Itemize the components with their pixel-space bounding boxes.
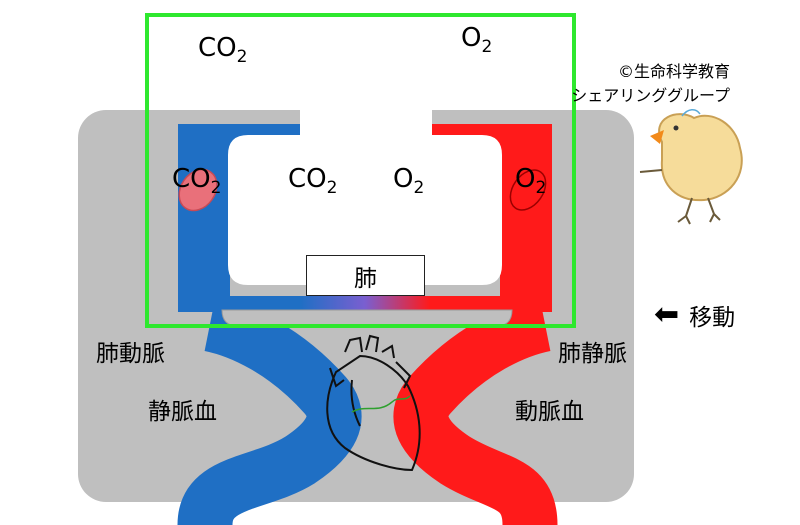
venous-cell-co2-subscript: 2 xyxy=(210,178,222,198)
arterial-cell-o2-text: O xyxy=(515,164,536,194)
alveolus-o2-text: O xyxy=(393,164,414,194)
arterial-cell-o2-label: O2 xyxy=(515,164,546,198)
credit-line-1: ©生命科学教育 xyxy=(617,62,730,81)
air-o2-text: O xyxy=(461,23,482,53)
arterial-vessel-lower xyxy=(393,297,558,525)
coronary-vessels xyxy=(351,395,411,413)
heart-drawing xyxy=(326,334,421,472)
alveolus xyxy=(228,110,502,285)
credit-text: ©生命科学教育 シェアリンググループ xyxy=(571,60,730,108)
air-o2-subscript: 2 xyxy=(481,37,493,57)
alveolus-o2-label: O2 xyxy=(393,164,424,198)
venous-vessel-lower xyxy=(177,297,362,525)
venous-red-cell xyxy=(178,168,218,212)
alveolus-co2-text: CO xyxy=(288,164,327,194)
movement-indicator: ⬅ 移動 xyxy=(654,298,735,332)
lung-label: 肺 xyxy=(354,265,377,292)
arterial-red-cell xyxy=(509,169,547,211)
movement-label: 移動 xyxy=(689,305,736,331)
credit-line-2: シェアリンググループ xyxy=(571,86,730,105)
air-co2-label: CO2 xyxy=(198,33,247,67)
air-co2-text: CO xyxy=(198,33,237,63)
venous-cell-co2-text: CO xyxy=(172,164,211,194)
arterial-blood-label: 動脈血 xyxy=(515,399,584,425)
venous-blood-label: 静脈血 xyxy=(148,399,217,425)
left-arrow-icon: ⬅ xyxy=(654,297,680,332)
air-co2-subscript: 2 xyxy=(236,47,248,67)
lung-label-box: 肺 xyxy=(306,255,425,296)
venous-cell-co2-label: CO2 xyxy=(172,164,221,198)
arterial-vessel-upper xyxy=(425,124,552,312)
pulmonary-vein-label: 肺静脈 xyxy=(558,341,627,367)
alveolus-o2-subscript: 2 xyxy=(413,178,425,198)
alveolus-co2-label: CO2 xyxy=(288,164,337,198)
capillary xyxy=(300,296,430,312)
tissue-connector xyxy=(221,309,513,327)
highlight-frame xyxy=(145,13,576,328)
chick-illustration xyxy=(639,109,743,225)
pulmonary-artery-label: 肺動脈 xyxy=(96,341,165,367)
alveolus-co2-subscript: 2 xyxy=(326,178,338,198)
air-o2-label: O2 xyxy=(461,23,492,57)
arterial-cell-o2-subscript: 2 xyxy=(535,178,547,198)
